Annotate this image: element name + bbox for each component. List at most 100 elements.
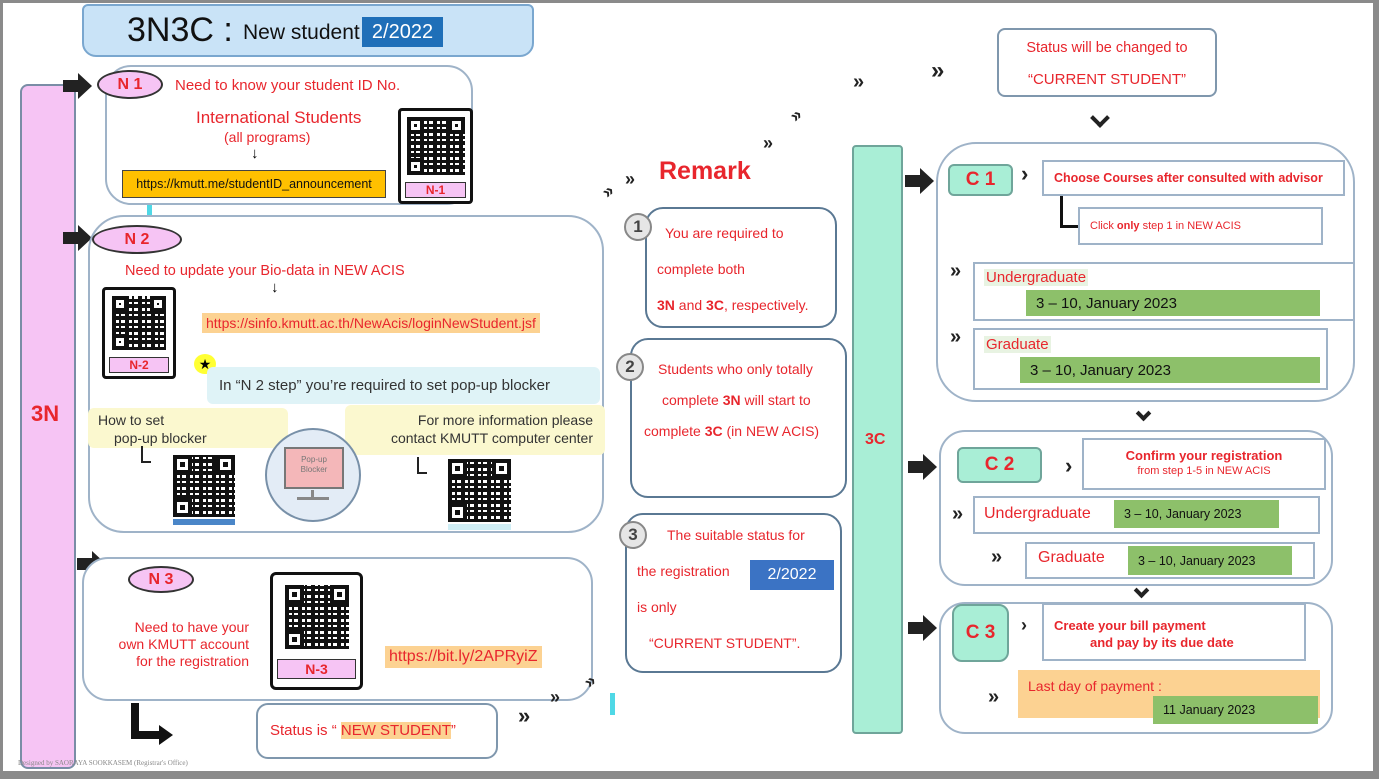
contact-line1: For more information please [417, 412, 593, 428]
c2-undergrad-date: 3 – 10, January 2023 [1114, 500, 1279, 528]
status-suffix: ” [450, 722, 456, 739]
remark-and: and [674, 297, 707, 313]
c2-undergrad-label: Undergraduate [984, 505, 1091, 522]
n1-group: International Students [196, 108, 362, 127]
c1-grad-date: 3 – 10, January 2023 [1020, 357, 1320, 383]
c3-task-line2: and pay by its due date [1090, 635, 1234, 650]
remark-number-3: 3 [619, 521, 647, 549]
designer-credit: Designed by SAORAYA SOOKKASEM (Registrar… [18, 759, 188, 767]
contact-box: For more information please contact KMUT… [345, 405, 605, 455]
n3-link[interactable]: https://bit.ly/2APRyiZ [385, 646, 542, 668]
popup-blocker-illustration: Pop-up Blocker [265, 428, 361, 522]
c3-payment-date: 11 January 2023 [1153, 696, 1318, 724]
n1-link[interactable]: https://kmutt.me/studentID_announcement [122, 170, 386, 198]
n3-qr-label: N-3 [277, 659, 356, 679]
t: complete [662, 392, 723, 408]
qr-code-icon [407, 117, 465, 175]
n1-qr-card: N-1 [398, 108, 473, 204]
remark-number-2: 2 [616, 353, 644, 381]
connector [147, 205, 152, 221]
t: 3N [722, 392, 741, 408]
arrow-right-icon [63, 73, 93, 99]
remark-3-term-badge: 2/2022 [750, 560, 834, 590]
chevron-right-icon: › [1065, 453, 1073, 478]
howto-qr-code-icon[interactable] [173, 455, 235, 517]
arrow-down-icon: ↓ [271, 279, 279, 296]
qr-code-icon [285, 585, 349, 649]
c1-undergrad-label: Undergraduate [984, 269, 1089, 286]
t: will start to [740, 392, 811, 408]
contact-qr-caption [448, 524, 511, 530]
n2-popup-note: In “N 2 step” you’re required to set pop… [207, 367, 600, 404]
arrow-right-icon [908, 615, 938, 641]
n2-qr-card: N-2 [102, 287, 176, 379]
double-chevron-icon: » [518, 703, 531, 728]
title-banner [82, 4, 534, 57]
status-current-line1: Status will be changed to [1026, 40, 1188, 56]
remark-2-line3: complete 3C (in NEW ACIS) [642, 416, 845, 447]
3n-label: 3N [31, 401, 60, 426]
contact-qr-code-icon[interactable] [448, 459, 511, 522]
n3-qr-card: N-3 [270, 572, 363, 690]
double-chevron-icon: » [950, 326, 962, 348]
n1-heading: Need to know your student ID No. [175, 77, 401, 94]
status-prefix: Status is “ [270, 722, 341, 739]
n3-description: Need to have your own KMUTT account for … [111, 619, 249, 670]
remark-2-line2: complete 3N will start to [642, 385, 845, 416]
c2-task-title: Confirm your registration [1125, 448, 1283, 463]
connector [610, 693, 615, 715]
arrow-l-icon [131, 703, 139, 739]
n3-line1: Need to have your [134, 619, 249, 635]
n1-badge: N 1 [97, 70, 163, 99]
remark-3-line3: is only [637, 599, 677, 615]
c2-badge: C 2 [957, 447, 1042, 483]
c2-task-sub: from step 1-5 in NEW ACIS [1137, 465, 1271, 477]
t: (in NEW ACIS) [722, 423, 820, 439]
t: complete [644, 423, 705, 439]
n3-line3: for the registration [136, 653, 249, 669]
status-current-line2: “CURRENT STUDENT” [1027, 71, 1187, 88]
double-chevron-icon: » [785, 104, 806, 126]
arrow-l-icon [131, 731, 161, 739]
c1-task: Choose Courses after consulted with advi… [1042, 160, 1345, 196]
monitor-icon: Pop-up Blocker [284, 447, 344, 489]
double-chevron-icon: » [853, 71, 865, 93]
c3-badge: C 3 [952, 604, 1009, 662]
remark-3c: 3C [706, 297, 724, 313]
term-badge: 2/2022 [362, 17, 443, 47]
double-chevron-icon: » [991, 546, 1003, 568]
remark-2-line1: Students who only totally [658, 361, 813, 377]
howto-line1: How to set [98, 412, 165, 428]
howto-qr-caption [173, 519, 235, 525]
n2-heading: Need to update your Bio-data in NEW ACIS [125, 263, 405, 279]
c1-badge: C 1 [948, 164, 1013, 196]
c2-task: Confirm your registration from step 1-5 … [1082, 438, 1326, 490]
infographic: 3N3C : New student 2/2022 3N N 1 Need to… [3, 3, 1373, 771]
double-chevron-icon: » [763, 133, 774, 153]
double-chevron-icon: » [950, 260, 962, 282]
t: step 1 in NEW ACIS [1139, 220, 1241, 232]
remark-3n: 3N [657, 297, 675, 313]
n1-qr-label: N-1 [405, 182, 466, 198]
double-chevron-icon: » [952, 503, 964, 525]
n2-link[interactable]: https://sinfo.kmutt.ac.th/NewAcis/loginN… [202, 313, 540, 333]
t: 3C [704, 423, 723, 439]
remark-1-line3: 3N and 3C, respectively. [657, 287, 835, 323]
howto-line2: pop-up blocker [114, 430, 207, 446]
3c-label: 3C [865, 431, 886, 448]
t: the registration [637, 563, 730, 579]
double-chevron-icon: » [931, 57, 945, 84]
arrow-right-icon [908, 454, 938, 480]
c2-grad-label: Graduate [1038, 549, 1105, 566]
howto-popup-box: How to set pop-up blocker [88, 408, 288, 448]
double-chevron-icon: » [625, 169, 636, 189]
chevron-down-icon [1135, 405, 1152, 422]
chevron-down-icon [1090, 108, 1110, 128]
status-value: NEW STUDENT [340, 722, 451, 739]
remark-item-3: The suitable status for the registration… [625, 513, 842, 673]
chevron-right-icon: › [1021, 615, 1027, 635]
c1-grad-label: Graduate [984, 336, 1051, 353]
n2-badge: N 2 [92, 225, 182, 254]
page-title: 3N3C : [127, 11, 233, 49]
connector-elbow [1060, 196, 1080, 228]
